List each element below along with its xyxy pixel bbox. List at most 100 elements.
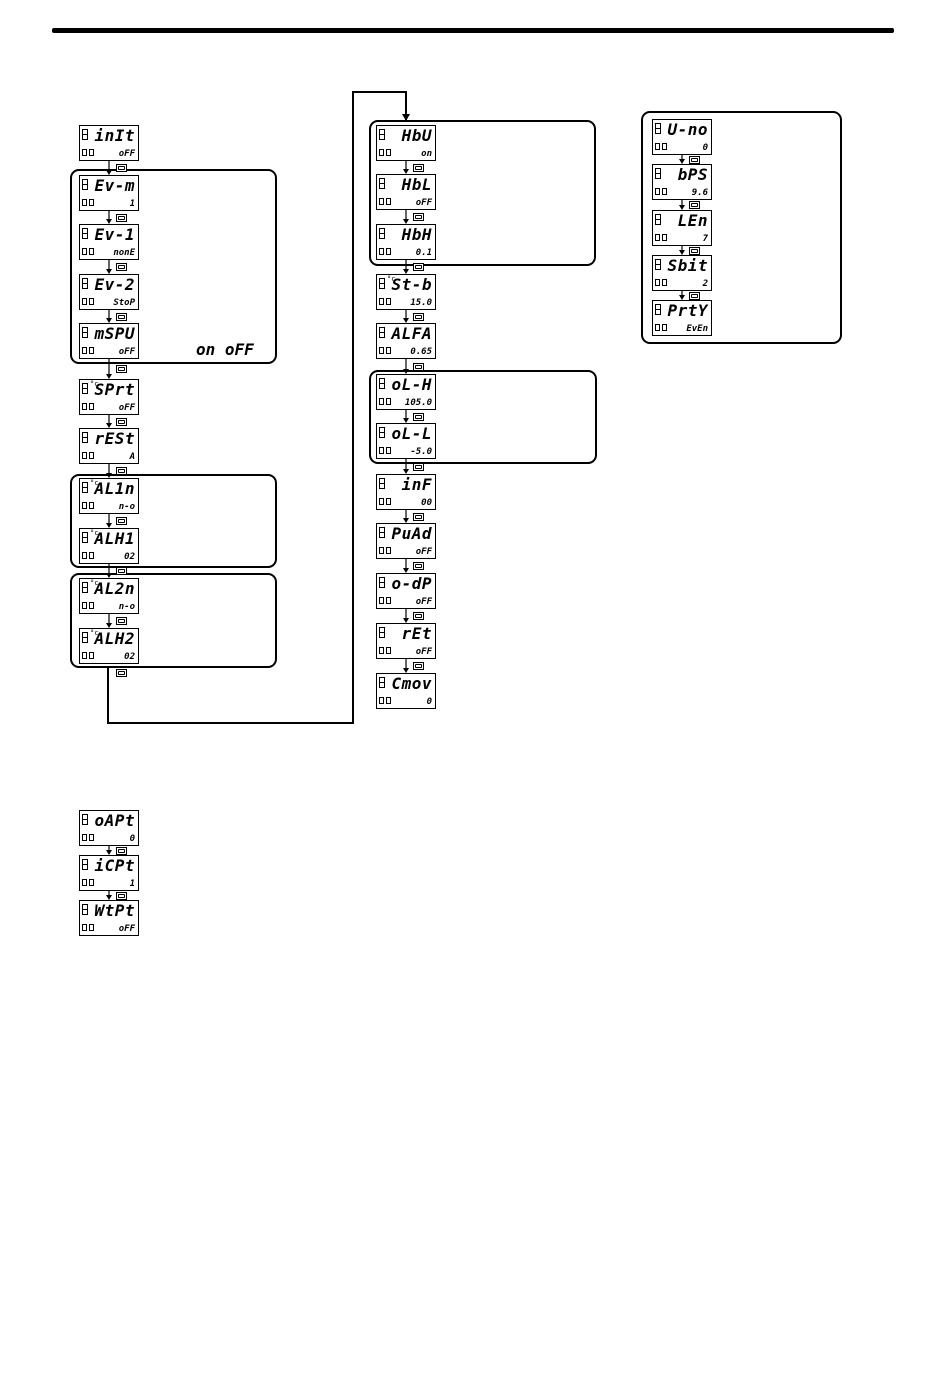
parameter-value: n-o [119, 602, 135, 612]
mode-key-icon [116, 467, 127, 475]
display-cmov: Cmov0 [376, 673, 436, 709]
segment-indicator-icon [82, 814, 88, 825]
parameter-value: 02 [124, 552, 135, 562]
mode-key-icon [116, 669, 127, 677]
segment-indicator-icon [82, 532, 88, 543]
status-lamps-icon [82, 834, 96, 841]
segment-indicator-icon [379, 627, 385, 638]
mode-key-icon [116, 263, 127, 271]
segment-indicator-icon [82, 228, 88, 239]
status-lamps-icon [379, 248, 393, 255]
parameter-code: PuAd [391, 525, 432, 543]
segment-indicator-icon [82, 904, 88, 915]
segment-indicator-icon [379, 178, 385, 189]
segment-indicator-icon [82, 278, 88, 289]
status-lamps-icon [82, 452, 96, 459]
display-icpt: iCPt1 [79, 855, 139, 891]
mode-key-icon [689, 292, 700, 300]
status-lamps-icon [82, 502, 96, 509]
parameter-code: ALH1 [94, 530, 135, 548]
display-hbl: HbLoFF [376, 174, 436, 210]
status-lamps-icon [655, 188, 669, 195]
status-lamps-icon [82, 248, 96, 255]
parameter-code: HbU [402, 127, 432, 145]
display-o-dp: o-dP oFF [376, 573, 436, 609]
status-lamps-icon [82, 652, 96, 659]
mode-key-icon [413, 662, 424, 670]
parameter-value: 105.0 [405, 398, 432, 408]
status-lamps-icon [379, 149, 393, 156]
parameter-value: oFF [119, 403, 135, 413]
parameter-code: oL-H [391, 376, 432, 394]
segment-indicator-icon [379, 327, 385, 338]
mode-key-icon [116, 313, 127, 321]
status-lamps-icon [379, 697, 393, 704]
segment-indicator-icon [82, 859, 88, 870]
status-lamps-icon [82, 347, 96, 354]
parameter-value: n-o [119, 502, 135, 512]
status-lamps-icon [655, 279, 669, 286]
parameter-code: oL-L [391, 425, 432, 443]
status-lamps-icon [82, 298, 96, 305]
mode-key-icon [116, 164, 127, 172]
parameter-code: HbH [402, 226, 432, 244]
parameter-code: AL1n [94, 480, 135, 498]
status-lamps-icon [82, 403, 96, 410]
parameter-code: o-dP [391, 575, 432, 593]
display-ol-h: oL-H 105.0 [376, 374, 436, 410]
display-ret: rEt oFF [376, 623, 436, 659]
parameter-code: ALH2 [94, 630, 135, 648]
parameter-value: 0 [130, 834, 135, 844]
parameter-value: oFF [416, 647, 432, 657]
segment-indicator-icon [379, 527, 385, 538]
parameter-code: PrtY [667, 302, 708, 320]
status-lamps-icon [379, 647, 393, 654]
status-lamps-icon [82, 199, 96, 206]
segment-indicator-icon [82, 327, 88, 338]
status-lamps-icon [655, 324, 669, 331]
display-sbit: Sbit2 [652, 255, 712, 291]
parameter-code: SPrt [94, 381, 135, 399]
parameter-value: oFF [416, 597, 432, 607]
display-prty: PrtYEvEn [652, 300, 712, 336]
status-lamps-icon [379, 498, 393, 505]
mode-key-icon [116, 214, 127, 222]
segment-indicator-icon [379, 278, 385, 289]
status-lamps-icon [379, 398, 393, 405]
status-lamps-icon [82, 879, 96, 886]
parameter-value: 02 [124, 652, 135, 662]
mode-key-icon [413, 413, 424, 421]
parameter-value: A [130, 452, 135, 462]
mode-key-icon [413, 263, 424, 271]
display-al1n: °cAL1nn-o [79, 478, 139, 514]
mode-key-icon [116, 617, 127, 625]
parameter-value: -5.0 [410, 447, 432, 457]
parameter-code: Ev-1 [94, 226, 135, 244]
parameter-code: inF [402, 476, 432, 494]
parameter-value: StoP [113, 298, 135, 308]
status-lamps-icon [379, 547, 393, 554]
parameter-code: Sbit [667, 257, 708, 275]
display-st-b: °cSt-b15.0 [376, 274, 436, 310]
segment-indicator-icon [379, 228, 385, 239]
parameter-code: Ev-2 [94, 276, 135, 294]
parameter-code: rEt [402, 625, 432, 643]
mode-key-icon [689, 201, 700, 209]
parameter-value: oFF [416, 547, 432, 557]
parameter-value: 0 [427, 697, 432, 707]
parameter-value: 0.1 [416, 248, 432, 258]
mode-key-icon [413, 513, 424, 521]
parameter-value: on [421, 149, 432, 159]
status-lamps-icon [655, 234, 669, 241]
parameter-value: nonE [113, 248, 135, 258]
status-lamps-icon [82, 149, 96, 156]
mode-key-icon [413, 363, 424, 371]
status-lamps-icon [379, 347, 393, 354]
parameter-value: 7 [703, 234, 708, 244]
display-inf: inF00 [376, 474, 436, 510]
on-off-note: on oFF [196, 340, 254, 359]
